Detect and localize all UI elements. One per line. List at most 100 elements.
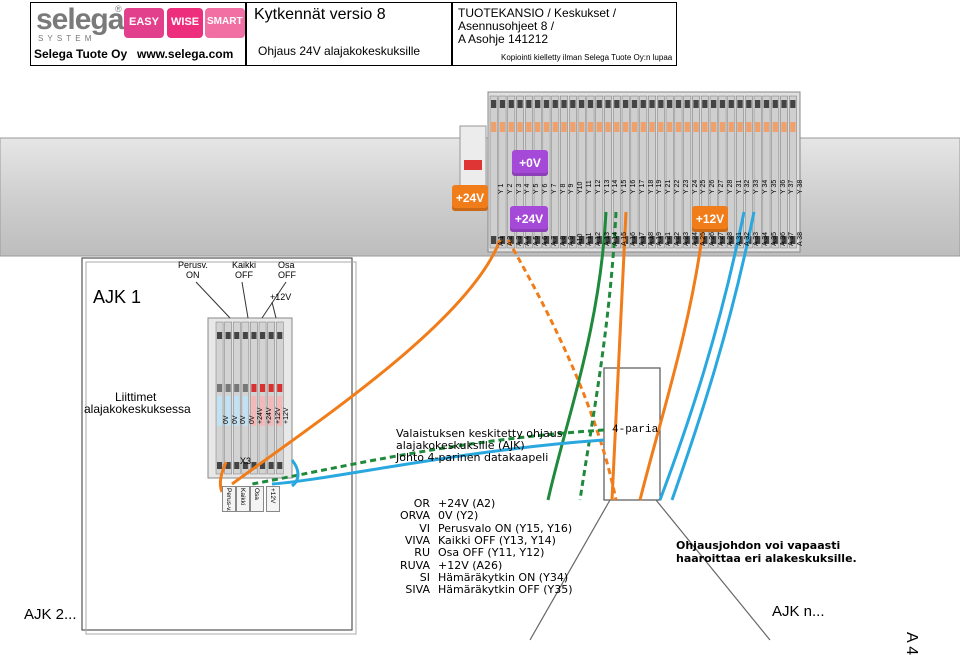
terminal-top-label: Y 37 [788,179,796,194]
terminal-orange-tab [755,122,761,132]
terminal-bottom-label: A 36 [779,231,787,246]
page-title: Kytkennät versio 8 [254,6,386,23]
wire-blue [658,211,746,501]
terminal-screw-bottom [658,236,664,244]
terminal-screw-top [605,100,611,108]
terminal-orange-tab [649,122,655,132]
ajk-block-label: 0V [223,415,230,424]
main-terminal-slot [683,95,692,249]
company-url[interactable]: www.selega.com [137,47,234,61]
wire-orange-2 [610,211,628,501]
terminal-orange-tab [790,122,796,132]
main-terminal-slots [489,95,797,249]
terminal-screw-top [684,100,690,108]
branch-note-line-1: Ohjausjohdon voi vapaasti [676,539,841,552]
terminal-top-label: Y 32 [744,179,752,194]
switch-osa-line1: Osa [278,260,295,270]
main-terminal-slot [639,95,648,249]
terminal-bottom-label: A 18 [647,231,655,246]
main-terminal-slot [595,95,604,249]
switch-kaikki-line1: Kaikki [232,260,257,270]
terminal-screw-top [658,100,664,108]
main-terminal-slot [560,95,568,249]
legend-description: Perusvalo ON (Y15, Y16) [438,521,573,535]
legend-description: 0V (Y2) [438,509,479,523]
terminal-screw-bottom [667,236,673,244]
logo-system: S Y S T E M [38,34,93,43]
terminal-screw-top [631,100,638,108]
terminal-bottom-label: A 32 [744,231,752,246]
main-terminal-slot [577,95,586,249]
ajk-terminal-screw [242,462,248,469]
terminal-top-label: Y 6 [542,183,549,194]
terminal-top-label: Y 3 [515,183,523,194]
ajk-bottom-label: Perus-v. [225,488,232,512]
terminal-bottom-label: A 1 [498,235,505,246]
terminal-top-label: Y 2 [506,183,514,194]
terminal-orange-tab [499,122,506,132]
badge-easy [124,8,164,38]
terminal-screw-bottom [684,236,690,244]
terminal-bottom-label: A 38 [797,231,805,246]
terminal-screw-top [508,100,514,108]
terminal-bottom-label: A 21 [665,231,673,246]
terminal-bottom-label: A 4 [524,235,532,246]
ajk-block-label: +12V [283,407,291,424]
ajk-block-label: 0V [240,415,248,424]
main-terminal-slot [648,95,656,249]
switch-perusv-line1: Perusv. [178,260,208,270]
ajk-block-label: +24V [266,407,273,424]
ajk-terminal-screw [225,462,231,469]
ajk-terminal-screw [217,462,223,469]
terminal-orange-tab [587,122,594,132]
terminal-bottom-label: A 22 [674,231,681,246]
terminal-screw-top [543,100,550,108]
terminal-orange-tab [737,122,743,132]
terminal-orange-tab [746,122,752,132]
ajk-block-label: +24V [257,407,265,424]
terminal-screw-top [649,100,655,108]
description-line-2: alajakokeskuksille (AJK) [396,439,525,452]
description-line-1: Valaistuksen keskitetty ohjaus [396,427,563,440]
ajk-block-label: +12V [274,407,282,424]
terminal-screw-bottom [508,236,514,244]
terminal-screw-bottom [755,236,761,244]
terminal-screw-bottom [535,236,541,244]
legend-description: +24V (A2) [438,497,496,510]
wire-ajk-blue-out [290,459,300,488]
ajk-terminal-marker [251,384,257,392]
terminal-top-label: Y 14 [612,179,620,194]
terminal-orange-tab [781,122,787,132]
terminal-bottom-label: A 35 [770,231,778,246]
liittimet-line1: Liittimet [115,390,157,404]
wire-orange-12v [638,229,705,501]
terminal-top-label: Y 13 [603,179,611,194]
ajk-terminal-screw [268,462,274,469]
terminal-screw-top [535,100,541,108]
legend-code: RUVA [399,558,430,572]
terminal-top-label: Y 15 [621,179,629,194]
terminal-bottom-label: A 26 [709,231,717,246]
ajk-terminal-label-tab [277,396,283,426]
terminal-screw-bottom [711,236,717,244]
badge-wise-label: WISE [171,16,200,28]
terminal-orange-tab [763,122,770,132]
terminal-screw-bottom [570,236,576,244]
terminal-bottom-label: A 11 [586,232,593,247]
header-title-box [246,2,452,66]
ajk-bottom-label: Osa [253,488,260,500]
terminal-screw-top [491,100,497,108]
terminal-bottom-label: A 23 [682,231,690,246]
cables [218,211,756,501]
ajk-terminal-marker [268,384,274,392]
main-terminal-slot [709,95,718,249]
main-terminal-slot [771,95,780,249]
terminal-top-label: Y 17 [638,179,646,194]
terminal-orange-tab [614,122,620,132]
terminal-screw-top [552,100,558,108]
terminal-screw-top [702,100,708,108]
ajk-terminal-screw [234,332,240,339]
terminal-bottom-label: A 31 [735,231,743,246]
terminal-orange-tab [508,122,514,132]
terminal-screw-bottom [737,236,743,244]
